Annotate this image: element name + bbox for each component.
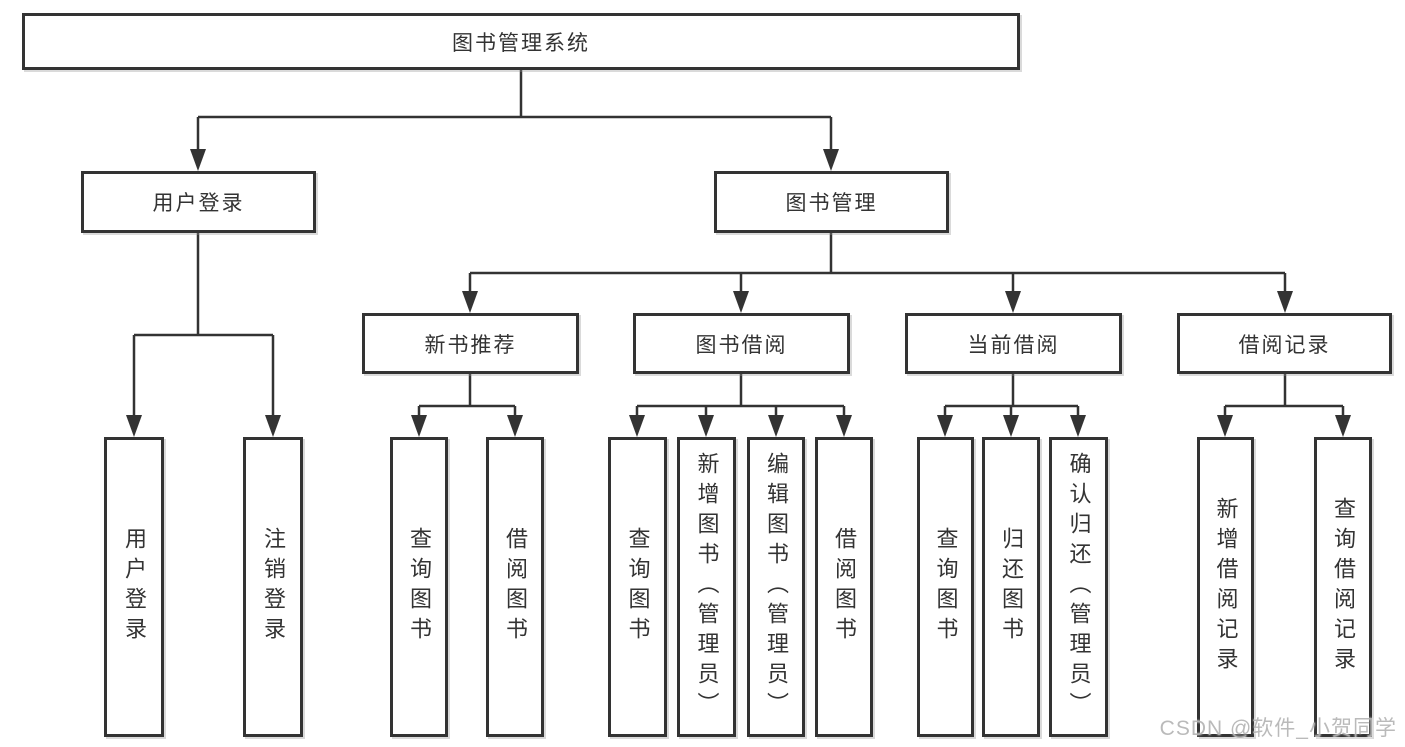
node-leaf-user-login: 用户登录 (104, 437, 164, 737)
arrowhead-down-icon (507, 415, 523, 437)
node-leaf-return-books: 归还图书 (982, 437, 1040, 737)
arrowhead-down-icon (836, 415, 852, 437)
leaf-label: 借阅图书 (832, 527, 857, 647)
node-leaf-confirm-return-admin: 确认归还（管理员） (1049, 437, 1108, 737)
arrowhead-down-icon (698, 415, 714, 437)
node-leaf-logout: 注销登录 (243, 437, 303, 737)
connector-borrow-records-branch (1223, 374, 1345, 418)
arrowhead-down-icon (190, 149, 206, 171)
node-book-management: 图书管理 (714, 171, 949, 233)
node-current-borrowing: 当前借阅 (905, 313, 1122, 374)
node-book-borrowing: 图书借阅 (633, 313, 850, 374)
leaf-label: 确认归还（管理员） (1066, 452, 1092, 722)
arrowhead-down-icon (1003, 415, 1019, 437)
arrowhead-down-icon (629, 415, 645, 437)
arrowhead-down-icon (1335, 415, 1351, 437)
leaf-label: 借阅图书 (503, 527, 528, 647)
leaf-label: 归还图书 (999, 527, 1024, 647)
leaf-label: 新增借阅记录 (1213, 497, 1239, 677)
node-leaf-edit-books-admin: 编辑图书（管理员） (747, 437, 805, 737)
leaf-label: 用户登录 (122, 527, 147, 647)
arrowhead-down-icon (937, 415, 953, 437)
node-new-book-recommendation: 新书推荐 (362, 313, 579, 374)
arrowhead-down-icon (265, 415, 281, 437)
arrowhead-down-icon (823, 149, 839, 171)
node-leaf-current-query-books: 查询图书 (917, 437, 974, 737)
arrowhead-down-icon (1277, 291, 1293, 313)
arrowhead-down-icon (126, 415, 142, 437)
connector-book-borrow-branch (635, 374, 846, 418)
node-leaf-add-books-admin: 新增图书（管理员） (677, 437, 736, 737)
node-leaf-rec-borrow-books: 借阅图书 (486, 437, 544, 737)
leaf-label: 查询图书 (933, 527, 959, 647)
arrowhead-down-icon (768, 415, 784, 437)
connector-user-login-branch (132, 233, 275, 418)
node-leaf-query-borrow-record: 查询借阅记录 (1314, 437, 1372, 737)
arrowhead-down-icon (1070, 415, 1086, 437)
arrowhead-down-icon (1217, 415, 1233, 437)
leaf-label: 查询借阅记录 (1331, 497, 1356, 677)
arrowhead-down-icon (462, 291, 478, 313)
leaf-label: 注销登录 (261, 527, 286, 647)
leaf-label: 编辑图书（管理员） (764, 452, 789, 722)
node-user-login: 用户登录 (81, 171, 316, 233)
arrowhead-down-icon (1005, 291, 1021, 313)
node-leaf-borrow-query-books: 查询图书 (608, 437, 667, 737)
connector-current-borrow-branch (943, 374, 1080, 418)
node-leaf-rec-query-books: 查询图书 (390, 437, 448, 737)
arrowhead-down-icon (733, 291, 749, 313)
node-root-book-management-system: 图书管理系统 (22, 13, 1020, 70)
arrowhead-down-icon (411, 415, 427, 437)
connector-new-book-rec-branch (417, 374, 517, 418)
leaf-label: 查询图书 (625, 527, 651, 647)
connector-book-mgmt-branch (468, 233, 1287, 294)
leaf-label: 新增图书（管理员） (694, 452, 720, 722)
node-borrowing-records: 借阅记录 (1177, 313, 1392, 374)
connector-root-branch (196, 70, 833, 152)
leaf-label: 查询图书 (407, 527, 432, 647)
node-leaf-borrow-books: 借阅图书 (815, 437, 873, 737)
csdn-watermark: CSDN @软件_小贺同学 (1159, 717, 1397, 740)
node-leaf-add-borrow-record: 新增借阅记录 (1197, 437, 1254, 737)
